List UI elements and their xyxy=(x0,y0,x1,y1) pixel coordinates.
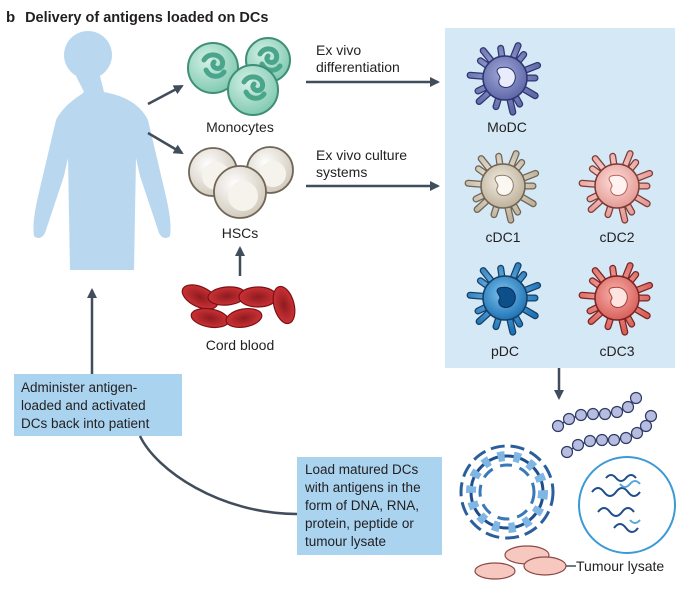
administer-line-3: DCs back into patient xyxy=(21,416,150,431)
red-blood-cell xyxy=(190,307,230,329)
return-arrow-curve xyxy=(138,435,298,516)
arrow-to-hscs xyxy=(147,131,184,155)
monocytes-label: Monocytes xyxy=(206,119,274,135)
arrow-to-monocytes xyxy=(147,84,184,106)
load-line-5: tumour lysate xyxy=(305,534,386,549)
pdc-cell xyxy=(466,262,542,336)
administer-text: Administer antigen- loaded and activated… xyxy=(21,380,150,431)
tumour-lysate-label: Tumour lysate xyxy=(576,558,664,574)
cdc2-cell xyxy=(578,150,654,224)
pdc-label: pDC xyxy=(491,343,519,359)
cdc3-cell xyxy=(578,262,654,336)
ex-vivo-culture-line-1: Ex vivo culture xyxy=(316,147,407,163)
load-line-4: protein, peptide or xyxy=(305,516,414,531)
hscs-group xyxy=(188,146,294,219)
load-line-2: with antigens in the xyxy=(304,480,421,495)
peptide-chains-icon xyxy=(551,391,658,459)
title-text: Delivery of antigens loaded on DCs xyxy=(25,10,268,26)
modc-label: MoDC xyxy=(487,119,527,135)
load-antigens-box xyxy=(297,457,442,555)
administer-line-1: Administer antigen- xyxy=(21,380,137,395)
ex-vivo-differentiation-line-2: differentiation xyxy=(316,59,400,75)
cord-blood-group xyxy=(181,284,296,329)
administer-line-2: loaded and activated xyxy=(21,398,146,413)
hscs-label: HSCs xyxy=(222,225,259,241)
ex-vivo-differentiation-line-1: Ex vivo xyxy=(316,42,361,58)
cdc3-label: cDC3 xyxy=(599,343,634,359)
cdc1-label: cDC1 xyxy=(485,229,520,245)
cdc1-cell xyxy=(464,150,540,224)
load-line-3: form of DNA, RNA, xyxy=(305,498,419,513)
dna-plasmid-icon xyxy=(459,444,555,540)
red-blood-cell xyxy=(238,286,278,308)
red-blood-cell xyxy=(225,308,263,328)
load-antigens-text: Load matured DCs with antigens in the fo… xyxy=(304,462,424,549)
load-line-1: Load matured DCs xyxy=(305,462,419,477)
red-blood-cell xyxy=(181,284,219,310)
ex-vivo-culture-label: Ex vivo culture systems xyxy=(316,147,411,180)
ex-vivo-differentiation-label: Ex vivo differentiation xyxy=(316,42,400,75)
cdc2-label: cDC2 xyxy=(599,229,634,245)
tumour-lysate-icon xyxy=(474,545,576,580)
rna-icon xyxy=(578,456,676,554)
cord-blood-label: Cord blood xyxy=(206,337,275,353)
panel-letter: b xyxy=(6,9,15,26)
administer-box xyxy=(14,374,182,436)
modc-cell xyxy=(466,42,542,116)
ex-vivo-culture-line-2: systems xyxy=(316,164,367,180)
red-blood-cell xyxy=(272,285,296,325)
patient-silhouette-icon xyxy=(33,31,171,270)
monocytes-group xyxy=(187,37,291,116)
figure-title: b Delivery of antigens loaded on DCs xyxy=(6,9,268,26)
